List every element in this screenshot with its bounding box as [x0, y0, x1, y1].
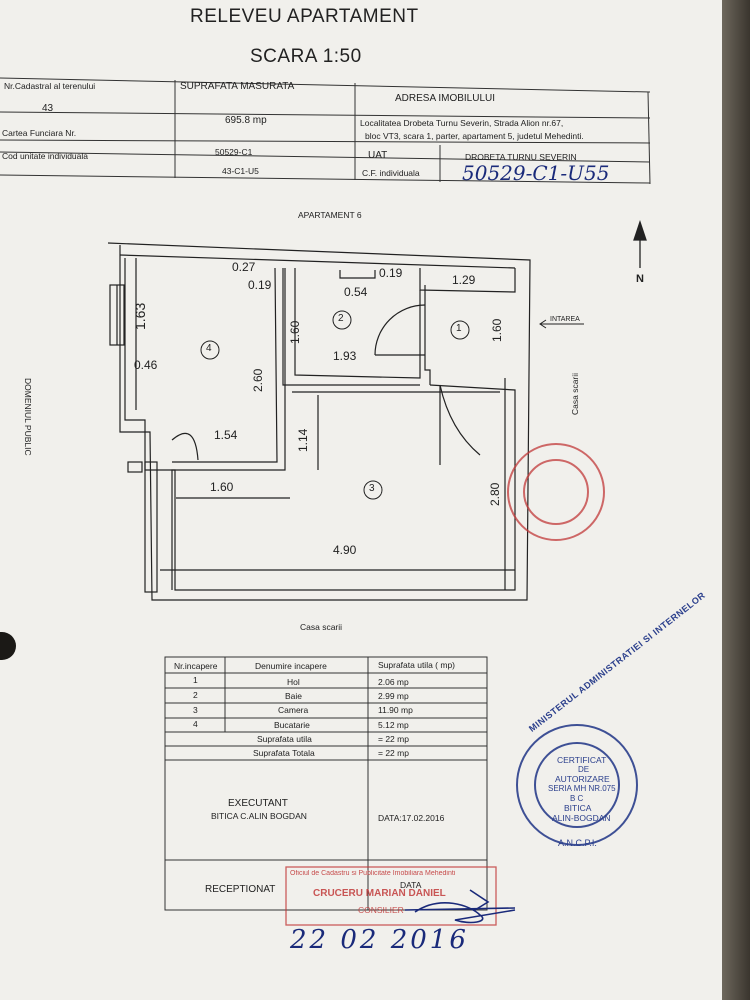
cod-unitate-label: Cod unitate individuala: [2, 151, 89, 161]
executant-name: BITICA C.ALIN BOGDAN: [211, 811, 307, 821]
carte-funciara-value: 50529-C1: [215, 147, 253, 157]
suprafata-utila-value: = 22 mp: [378, 734, 409, 744]
plan-stamp-text: [536, 486, 538, 496]
round-stamp-line3: AUTORIZARE: [555, 774, 610, 784]
apartment-label: APARTAMENT 6: [298, 210, 362, 220]
cf-individuala-handwritten: 50529-C1-U55: [462, 161, 610, 185]
round-stamp-line4: SERIA MH NR.075: [548, 784, 616, 793]
receptionat-label: RECEPTIONAT: [205, 884, 276, 895]
casa-scarii-right-label: Casa scarii: [570, 372, 580, 415]
carte-funciara-label: Cartea Funciara Nr.: [2, 128, 77, 138]
north-label: N: [636, 273, 644, 285]
rect-stamp-line1: Oficiul de Cadastru si Publicitate Imobi…: [290, 870, 456, 877]
rooms-table-header-nr: Nr.incapere: [174, 661, 218, 671]
suprafata-utila-label: Suprafata utila: [257, 734, 312, 744]
dim-1-29: 1.29: [452, 273, 476, 287]
dim-1-63: 1.63: [132, 302, 148, 330]
table-row-2-area: 2.99 mp: [378, 691, 409, 701]
adresa-line2: bloc VT3, scara 1, parter, apartament 5,…: [365, 131, 584, 141]
dim-0-54: 0.54: [344, 285, 368, 299]
suprafata-totala-value: = 22 mp: [378, 748, 409, 758]
adresa-label: ADRESA IMOBILULUI: [395, 93, 496, 104]
dim-0-46: 0.46: [134, 358, 158, 372]
rooms-table-header-name: Denumire incapere: [255, 661, 327, 671]
dim-1-14: 1.14: [296, 428, 310, 452]
dim-0-27: 0.27: [232, 260, 256, 274]
room-number-4: 4: [206, 343, 212, 354]
rooms-table-header-area: Suprafata utila ( mp): [378, 660, 456, 670]
table-row-1-area: 2.06 mp: [378, 677, 409, 687]
round-stamp-line6: BITICA: [564, 803, 592, 813]
casa-scarii-bottom-label: Casa scarii: [300, 622, 343, 632]
table-row-4-area: 5.12 mp: [378, 720, 409, 730]
room-number-2: 2: [338, 313, 344, 324]
punch-hole: [0, 632, 16, 660]
table-row-3-area: 11.90 mp: [378, 705, 413, 715]
rect-stamp-line2: CRUCERU MARIAN DANIEL: [313, 888, 446, 899]
round-stamp-bottom: A.N.C.P.I.: [558, 838, 597, 848]
table-row-3-nr: 3: [193, 705, 198, 715]
dim-1-54: 1.54: [214, 428, 238, 442]
rect-stamp-line3: CONSILIER: [358, 905, 404, 915]
table-row-2-name: Baie: [285, 691, 303, 701]
uat-label: UAT: [368, 150, 388, 161]
room-number-1: 1: [456, 323, 462, 334]
room-number-3: 3: [369, 483, 375, 494]
round-stamp-line7: ALIN-BOGDAN: [552, 813, 611, 823]
table-row-2-nr: 2: [193, 690, 198, 700]
table-row-4-name: Bucatarie: [274, 720, 310, 730]
executant-label: EXECUTANT: [228, 798, 288, 809]
round-stamp-line2: DE: [578, 765, 590, 774]
round-stamp-line1: CERTIFICAT: [557, 755, 607, 765]
table-row-1-nr: 1: [193, 675, 198, 685]
cod-unitate-value: 43-C1-U5: [222, 166, 259, 176]
data-label: DATA:17.02.2016: [378, 813, 445, 823]
handwritten-date: 22 02 2016: [290, 925, 469, 955]
table-row-4-nr: 4: [193, 719, 198, 729]
document-page: RELEVEU APARTAMENT SCARA 1:50: [0, 0, 722, 1000]
entrance-label: INTAREA: [550, 316, 580, 323]
table-row-3-name: Camera: [278, 705, 309, 715]
title-line2: SCARA 1:50: [250, 46, 362, 67]
title-line1: RELEVEU APARTAMENT: [190, 6, 419, 27]
dim-1-60-c: 1.60: [210, 480, 234, 494]
suprafata-value: 695.8 mp: [225, 115, 267, 126]
nr-cadastral-value: 43: [42, 103, 54, 114]
uat-value: DROBETA TURNU SEVERIN: [465, 152, 577, 162]
document-lines: [0, 77, 651, 926]
table-row-1-name: Hol: [287, 677, 300, 687]
dim-2-60: 2.60: [251, 368, 265, 392]
dim-1-60-b: 1.60: [490, 318, 504, 342]
dim-4-90: 4.90: [333, 543, 357, 557]
adresa-line1: Localitatea Drobeta Turnu Severin, Strad…: [360, 118, 564, 128]
suprafata-label: SUPRAFATA MASURATA: [180, 81, 295, 92]
dim-1-60-a: 1.60: [288, 320, 302, 344]
dim-0-19-a: 0.19: [248, 278, 272, 292]
cf-individuala-label: C.F. individuala: [362, 168, 420, 178]
dim-1-93: 1.93: [333, 349, 357, 363]
round-stamp-line5: B C: [570, 794, 584, 803]
domeniul-public-label: DOMENIUL PUBLIC: [23, 378, 33, 456]
receptionat-data-label: DATA: [400, 880, 422, 890]
suprafata-totala-label: Suprafata Totala: [253, 748, 315, 758]
dim-2-80: 2.80: [488, 482, 502, 506]
nr-cadastral-label: Nr.Cadastral al terenului: [4, 81, 96, 91]
dim-0-19-b: 0.19: [379, 266, 403, 280]
